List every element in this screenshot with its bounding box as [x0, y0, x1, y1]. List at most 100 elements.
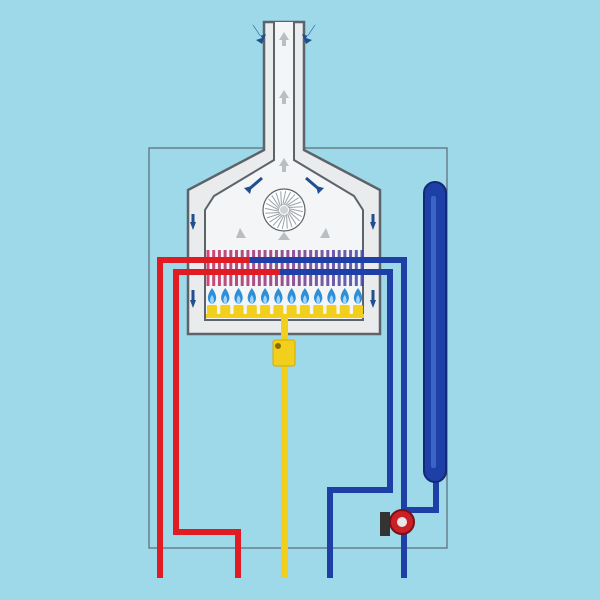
expansion-link — [404, 478, 439, 513]
down-arrow-left-1 — [190, 222, 196, 230]
heat-exchanger-fin — [263, 250, 267, 286]
burner-nozzle — [313, 305, 324, 316]
cold-pipe-inner — [280, 269, 393, 578]
fan-blade — [280, 191, 282, 206]
fan-blade — [288, 208, 304, 213]
burner — [246, 288, 257, 316]
flame-core — [356, 295, 360, 304]
fan-blade — [288, 209, 303, 217]
heat-exchanger-fin — [326, 250, 330, 286]
fan-blade — [288, 210, 300, 222]
heat-exchanger-fin — [303, 250, 307, 286]
burner — [286, 288, 297, 316]
heat-exchanger-fin — [360, 250, 364, 286]
gas-pipe — [281, 316, 288, 578]
fan-blade — [269, 213, 282, 223]
burner-nozzle — [286, 305, 297, 316]
burner-nozzle — [233, 305, 244, 316]
burner-nozzle — [339, 305, 350, 316]
heat-exchanger-fin — [331, 250, 335, 286]
fan-blade — [264, 207, 280, 212]
burner — [339, 288, 350, 316]
fan-blade — [271, 195, 281, 208]
flame-core — [303, 295, 307, 304]
down-arrow-right-1 — [370, 222, 376, 230]
down-arrow-right-1-shaft — [371, 214, 375, 223]
intake-arrow-left — [252, 24, 266, 44]
fan-blade — [288, 206, 303, 208]
gas-supply — [272, 316, 296, 578]
heat-exchanger-fin — [349, 250, 353, 286]
heat-exchanger-fin — [246, 250, 250, 286]
heat-exchanger-fin — [320, 250, 324, 286]
burner — [299, 288, 310, 316]
flame-core — [276, 295, 281, 304]
fan-hub — [280, 206, 288, 214]
fan-blade — [277, 214, 285, 229]
heat-exchanger-fin — [257, 250, 261, 286]
burner — [273, 288, 284, 316]
heat-exchanger-fin — [292, 250, 296, 286]
burner-nozzle — [273, 305, 284, 316]
flame-core — [210, 295, 214, 304]
flame-core — [249, 295, 254, 304]
heat-exchanger-fin — [343, 250, 347, 286]
fan-blade — [287, 201, 302, 207]
burner — [313, 288, 324, 316]
burner — [326, 288, 337, 316]
flame-core — [236, 295, 241, 304]
heat-exchanger-fin — [206, 250, 210, 286]
fan-blade — [284, 194, 296, 206]
heat-exchanger-fin — [337, 250, 341, 286]
heat-exchanger-fin — [235, 250, 239, 286]
burner — [220, 288, 231, 316]
exhaust-arrow-diag-left — [236, 228, 246, 238]
exhaust-arrow-1 — [279, 32, 289, 46]
fan-blade — [287, 212, 297, 225]
fan-icon — [262, 188, 306, 232]
fan-blade — [272, 214, 284, 226]
intake-arrow-right — [302, 24, 316, 44]
fan-blade — [266, 213, 281, 219]
expansion-vessel-highlight — [431, 196, 436, 468]
flame-core — [263, 295, 267, 304]
fan-blade — [282, 190, 287, 206]
burner — [353, 288, 363, 316]
flue-arrows — [190, 24, 376, 308]
down-arrow-left-2-shaft — [191, 290, 195, 301]
burner-nozzle — [299, 305, 310, 316]
burner-nozzle — [260, 305, 271, 316]
heat-exchanger-fin — [274, 250, 278, 286]
flame-core — [223, 295, 228, 304]
heat-exchanger-fin — [354, 250, 358, 286]
cold-pipe-outer — [250, 257, 407, 578]
pump-motor — [380, 512, 390, 536]
expansion-vessel — [423, 181, 447, 483]
heat-exchanger-fin — [297, 250, 301, 286]
gas-valve-knob — [275, 343, 281, 349]
burner — [233, 288, 244, 316]
heat-exchanger-fin — [314, 250, 318, 286]
intake-arrow-diag-left-shaft — [247, 176, 263, 192]
burner-nozzle — [353, 305, 363, 316]
fan-blade — [268, 198, 280, 210]
burner — [260, 288, 271, 316]
pump-hub — [397, 517, 407, 527]
flame-core — [289, 295, 294, 304]
fan-blade — [283, 191, 291, 206]
down-arrow-right-2 — [370, 300, 376, 308]
fan-blade — [287, 213, 293, 228]
heat-exchanger-fin — [223, 250, 227, 286]
heat-exchanger-fin — [229, 250, 233, 286]
heat-exchanger-fin — [286, 250, 290, 286]
down-arrow-left-2 — [190, 300, 196, 308]
fan-blade — [265, 212, 280, 214]
burner — [207, 288, 217, 316]
fan-blade — [286, 214, 288, 229]
heat-exchanger-fin — [309, 250, 313, 286]
burner-nozzle — [207, 305, 217, 316]
fan-blade — [286, 197, 299, 207]
exhaust-arrow-2 — [279, 90, 289, 104]
intake-arrow-diag-right-shaft — [305, 176, 321, 192]
